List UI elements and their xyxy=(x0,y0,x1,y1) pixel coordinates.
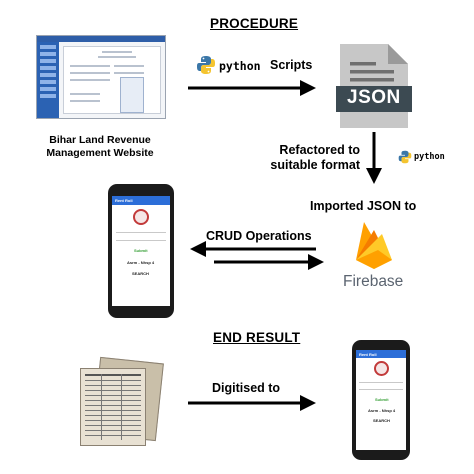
land-records-photo xyxy=(80,356,164,446)
phone2-search: SEARCH xyxy=(373,418,390,423)
arrow-digitised xyxy=(188,395,316,411)
phone2-submit: Submit xyxy=(375,397,389,402)
crud-label: CRUD Operations xyxy=(206,229,312,243)
phone2-result: Asrm - Nhsp 4 xyxy=(368,408,396,413)
digitised-label: Digitised to xyxy=(212,381,281,395)
refactor-caption: Refactored to suitable format xyxy=(262,143,360,173)
firebase-label: Firebase xyxy=(343,273,404,290)
arrow-crud-to-firebase xyxy=(214,254,324,270)
refactor-line1: Refactored to xyxy=(279,143,360,157)
scripts-word: Scripts xyxy=(270,58,313,72)
arrow-to-json xyxy=(188,80,316,96)
json-file-icon xyxy=(336,44,412,128)
arrow-crud-to-phone xyxy=(190,241,316,257)
json-label: JSON xyxy=(347,87,401,108)
website-caption-line2: Management Website xyxy=(46,147,154,159)
phone-app-procedure: Rent Roll Submit Asrm - Nhsp 4 SEARCH xyxy=(108,184,174,318)
firebase-logo-icon xyxy=(356,222,392,269)
python-word-small: python xyxy=(414,152,445,162)
python-logo-icon xyxy=(197,56,215,74)
website-screenshot xyxy=(36,35,166,119)
end-result-title: END RESULT xyxy=(213,330,301,345)
procedure-title: PROCEDURE xyxy=(210,16,299,31)
refactor-line2: suitable format xyxy=(270,158,360,172)
phone1-title-chip: Rent Roll xyxy=(115,198,133,203)
phone1-result: Asrm - Nhsp 4 xyxy=(127,260,155,265)
arrow-down-to-firebase xyxy=(366,132,382,184)
website-caption: Bihar Land Revenue Management Website xyxy=(28,134,172,160)
import-label: Imported JSON to xyxy=(310,199,417,213)
phone1-submit: Submit xyxy=(134,248,148,253)
python-word: python xyxy=(219,59,261,73)
phone-app-result: Rent Roll Submit Asrm - Nhsp 4 SEARCH xyxy=(352,340,410,460)
website-caption-line1: Bihar Land Revenue xyxy=(49,134,151,146)
phone2-title-chip: Rent Roll xyxy=(359,352,377,357)
python-logo-small-icon xyxy=(398,150,412,164)
phone1-search: SEARCH xyxy=(132,271,149,276)
